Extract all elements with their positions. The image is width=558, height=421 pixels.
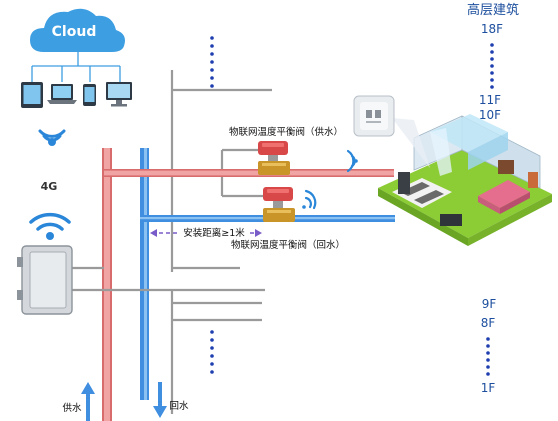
supply-riser-pipe bbox=[102, 148, 112, 421]
floor-label-9f: 9F bbox=[482, 297, 497, 311]
apartment-illustration bbox=[378, 114, 552, 246]
riser-dots-lower bbox=[210, 330, 214, 374]
cloud-label: Cloud bbox=[52, 24, 97, 40]
gray-riser-lines bbox=[70, 70, 272, 414]
arrow-down-icon bbox=[153, 382, 167, 418]
laptop-icon bbox=[47, 84, 77, 104]
return-riser-pipe bbox=[140, 148, 149, 400]
phone-icon bbox=[83, 84, 96, 106]
tablet-icon bbox=[21, 82, 43, 108]
floor-label-18f: 18F bbox=[481, 22, 503, 36]
supply-valve-signal-icon bbox=[346, 149, 358, 173]
return-legend-label: 回水 bbox=[169, 400, 189, 412]
building-title: 高层建筑 bbox=[467, 2, 519, 18]
floor-label-8f: 8F bbox=[481, 316, 496, 330]
floor-dots-lower bbox=[486, 337, 490, 376]
return-valve-icon bbox=[263, 187, 295, 222]
return-valve-signal-icon bbox=[302, 189, 317, 210]
cloud-links bbox=[31, 52, 121, 82]
riser-dots-upper bbox=[210, 36, 214, 88]
thermostat-icon bbox=[353, 95, 430, 168]
floor-label-10f: 10F bbox=[479, 108, 501, 122]
gateway-box-icon bbox=[17, 245, 73, 315]
supply-branch-pipe bbox=[104, 169, 394, 177]
supply-legend-label: 供水 bbox=[62, 402, 82, 414]
distance-label-bg bbox=[178, 226, 250, 239]
cellular-signal-icon bbox=[38, 129, 66, 146]
supply-valve-icon bbox=[258, 141, 290, 175]
cellular-label: 4G bbox=[41, 180, 58, 193]
arrow-up-icon bbox=[81, 382, 95, 421]
return-valve-label: 物联网温度平衡阀（回水） bbox=[231, 239, 345, 251]
supply-valve-label: 物联网温度平衡阀（供水） bbox=[229, 126, 343, 138]
floor-dots-upper bbox=[490, 43, 494, 89]
cloud-icon bbox=[30, 8, 125, 53]
desktop-icon bbox=[106, 82, 132, 107]
distance-label: 安装距离≥1米 bbox=[183, 227, 245, 239]
floor-label-11f: 11F bbox=[479, 93, 501, 107]
floor-label-1f: 1F bbox=[481, 381, 496, 395]
wifi-icon bbox=[29, 212, 71, 240]
